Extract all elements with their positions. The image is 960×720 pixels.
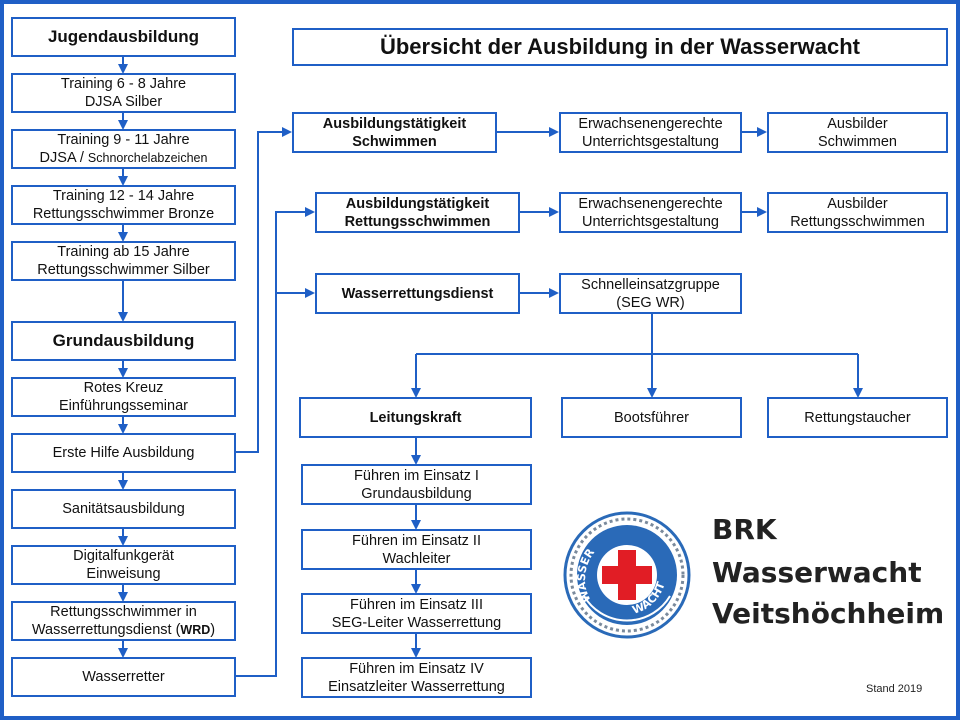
label: Jugendausbildung (47, 27, 200, 46)
line-1: Führen im Einsatz III (350, 596, 483, 613)
connector-wasserretter-rettung (236, 207, 315, 677)
box-bootsfuehrer: Bootsführer (561, 397, 742, 438)
label: Erste Hilfe Ausbildung (52, 445, 195, 461)
label: Bootsführer (614, 409, 689, 426)
label: Rettungstaucher (804, 409, 911, 426)
box-sanitaetsausbildung: Sanitätsausbildung (11, 489, 236, 529)
line-2: Schwimmen (818, 133, 897, 150)
line-2: Einsatzleiter Wasserrettung (328, 678, 505, 695)
line-1: Erwachsenengerechte (578, 195, 723, 212)
line-2: Rettungsschwimmen (790, 213, 925, 230)
box-erwachsen-schwimmen: Erwachsenengerechte Unterrichtsgestaltun… (559, 112, 742, 153)
line-2: Unterrichtsgestaltung (581, 213, 719, 230)
wrd-abbr: WRD (180, 623, 211, 637)
line-1: Digitalfunkgerät (73, 548, 174, 564)
line-1: Ausbildungstätigkeit (345, 195, 490, 212)
box-rettungstaucher: Rettungstaucher (767, 397, 948, 438)
diagram-title: Übersicht der Ausbildung in der Wasserwa… (292, 28, 948, 66)
brand-line-3: Veitshöchheim (712, 597, 945, 630)
line-2: Unterrichtsgestaltung (581, 133, 719, 150)
line-2: SEG-Leiter Wasserrettung (331, 614, 502, 631)
box-erste-hilfe: Erste Hilfe Ausbildung (11, 433, 236, 473)
box-ausbildung-schwimmen: Ausbildungstätigkeit Schwimmen (292, 112, 497, 153)
line-1: Führen im Einsatz IV (349, 660, 484, 677)
box-seg: Schnelleinsatzgruppe (SEG WR) (559, 273, 742, 314)
box-training-6-8: Training 6 - 8 Jahre DJSA Silber (11, 73, 236, 113)
label: Leitungskraft (369, 409, 462, 426)
line-1: Führen im Einsatz II (352, 532, 481, 549)
box-training-ab-15: Training ab 15 Jahre Rettungsschwimmer S… (11, 241, 236, 281)
box-training-9-11: Training 9 - 11 Jahre DJSA / Schnorchela… (11, 129, 236, 169)
line-1: Training 6 - 8 Jahre (60, 76, 187, 92)
line-1: Ausbildungstätigkeit (322, 115, 467, 132)
label: Wasserrettungsdienst (341, 285, 494, 302)
schnorchel-text: Schnorchelabzeichen (87, 151, 208, 165)
line-1: Ausbilder (827, 195, 888, 212)
line-2: Wachleiter (382, 550, 451, 567)
line-1: Schnelleinsatzgruppe (581, 276, 720, 293)
line-2: DJSA Silber (84, 94, 163, 110)
box-ausbildung-rettungsschwimmen: Ausbildungstätigkeit Rettungsschwimmen (315, 192, 520, 233)
brand-line-1: BRK (712, 513, 777, 546)
brand-line-2: Wasserwacht (712, 556, 922, 589)
box-fuehren-3: Führen im Einsatz III SEG-Leiter Wasserr… (301, 593, 532, 634)
line-2: Einführungsseminar (59, 398, 188, 414)
djsa-text: DJSA / (39, 150, 88, 166)
line-1: Training ab 15 Jahre (57, 244, 190, 260)
label: Wasserretter (82, 669, 165, 685)
line-1: Ausbilder (827, 115, 888, 132)
line-2: DJSA / Schnorchelabzeichen (40, 149, 208, 167)
box-fuehren-1: Führen im Einsatz I Grundausbildung (301, 464, 532, 505)
box-wasserretter: Wasserretter (11, 657, 236, 697)
line-2: Einweisung (86, 566, 161, 582)
line-2: Wasserrettungsdienst (WRD) (32, 621, 215, 639)
line-1: Rettungsschwimmer in (50, 604, 197, 620)
line-2: Grundausbildung (361, 485, 472, 502)
line-1: Training 12 - 14 Jahre (52, 188, 195, 204)
box-fuehren-4: Führen im Einsatz IV Einsatzleiter Wasse… (301, 657, 532, 698)
line-2: Rettungsschwimmen (344, 213, 491, 230)
line-1: Führen im Einsatz I (354, 467, 479, 484)
stand-label: Stand 2019 (866, 683, 923, 695)
line-2: (SEG WR) (616, 294, 685, 311)
line-2: Schwimmen (352, 133, 437, 150)
connector-erstehilfe-schwimmen (236, 127, 292, 453)
box-leitungskraft: Leitungskraft (299, 397, 532, 438)
line-1: Rotes Kreuz (83, 380, 164, 396)
wrd-suffix: ) (210, 622, 216, 638)
box-erwachsen-rettung: Erwachsenengerechte Unterrichtsgestaltun… (559, 192, 742, 233)
line-2: Rettungsschwimmer Bronze (32, 206, 215, 222)
line-2: Rettungsschwimmer Silber (37, 262, 210, 278)
wasserwacht-logo-icon: WASSER WACHT (563, 511, 691, 639)
box-ausbilder-rettung: Ausbilder Rettungsschwimmen (767, 192, 948, 233)
line-1: Erwachsenengerechte (578, 115, 723, 132)
line-1: Training 9 - 11 Jahre (57, 132, 190, 148)
box-digitalfunk: Digitalfunkgerät Einweisung (11, 545, 236, 585)
box-grundausbildung: Grundausbildung (11, 321, 236, 361)
box-training-12-14: Training 12 - 14 Jahre Rettungsschwimmer… (11, 185, 236, 225)
box-rotes-kreuz: Rotes Kreuz Einführungsseminar (11, 377, 236, 417)
box-fuehren-2: Führen im Einsatz II Wachleiter (301, 529, 532, 570)
box-ausbilder-schwimmen: Ausbilder Schwimmen (767, 112, 948, 153)
box-wasserrettungsdienst: Wasserrettungsdienst (315, 273, 520, 314)
box-jugendausbildung: Jugendausbildung (11, 17, 236, 57)
label: Grundausbildung (52, 331, 195, 350)
label: Sanitätsausbildung (62, 501, 185, 517)
box-rettungsschwimmer-wrd: Rettungsschwimmer in Wasserrettungsdiens… (11, 601, 236, 641)
wrd-prefix: Wasserrettungsdienst ( (31, 622, 181, 638)
